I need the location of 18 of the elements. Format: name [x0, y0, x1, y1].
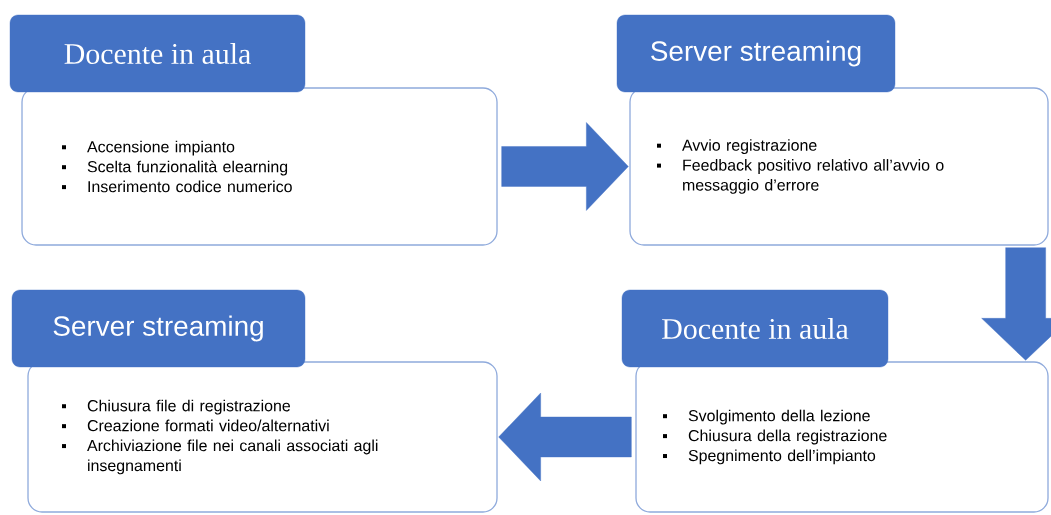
header-tab: Server streaming [616, 14, 896, 93]
list-item: Chiusura della registrazione [663, 429, 887, 445]
list-item: Scelta funzionalità elearning [62, 160, 288, 176]
list-item: Svolgimento della lezione [663, 409, 870, 425]
list-item: Accensione impianto [62, 140, 235, 156]
header-tab: Docente in aula [621, 289, 889, 368]
list-item: Feedback positivo relativo all’avvio o messaggio d’errore [657, 159, 944, 194]
list-item: Archiviazione file nei canali associati agli insegnamenti [62, 439, 378, 475]
header-tab: Server streaming [11, 289, 306, 368]
list-item: Spegnimento dell’impianto [663, 449, 876, 465]
header-tab: Docente in aula [9, 14, 306, 93]
list-item: Creazione formati video/alternativi [62, 419, 329, 432]
list-item: Avvio registrazione [657, 139, 817, 154]
block-arrow [981, 247, 1051, 361]
block-arrow [498, 392, 632, 482]
list-item: Inserimento codice numerico [62, 180, 292, 193]
list-item: Chiusura file di registrazione [62, 399, 290, 415]
block-arrow [501, 122, 629, 211]
